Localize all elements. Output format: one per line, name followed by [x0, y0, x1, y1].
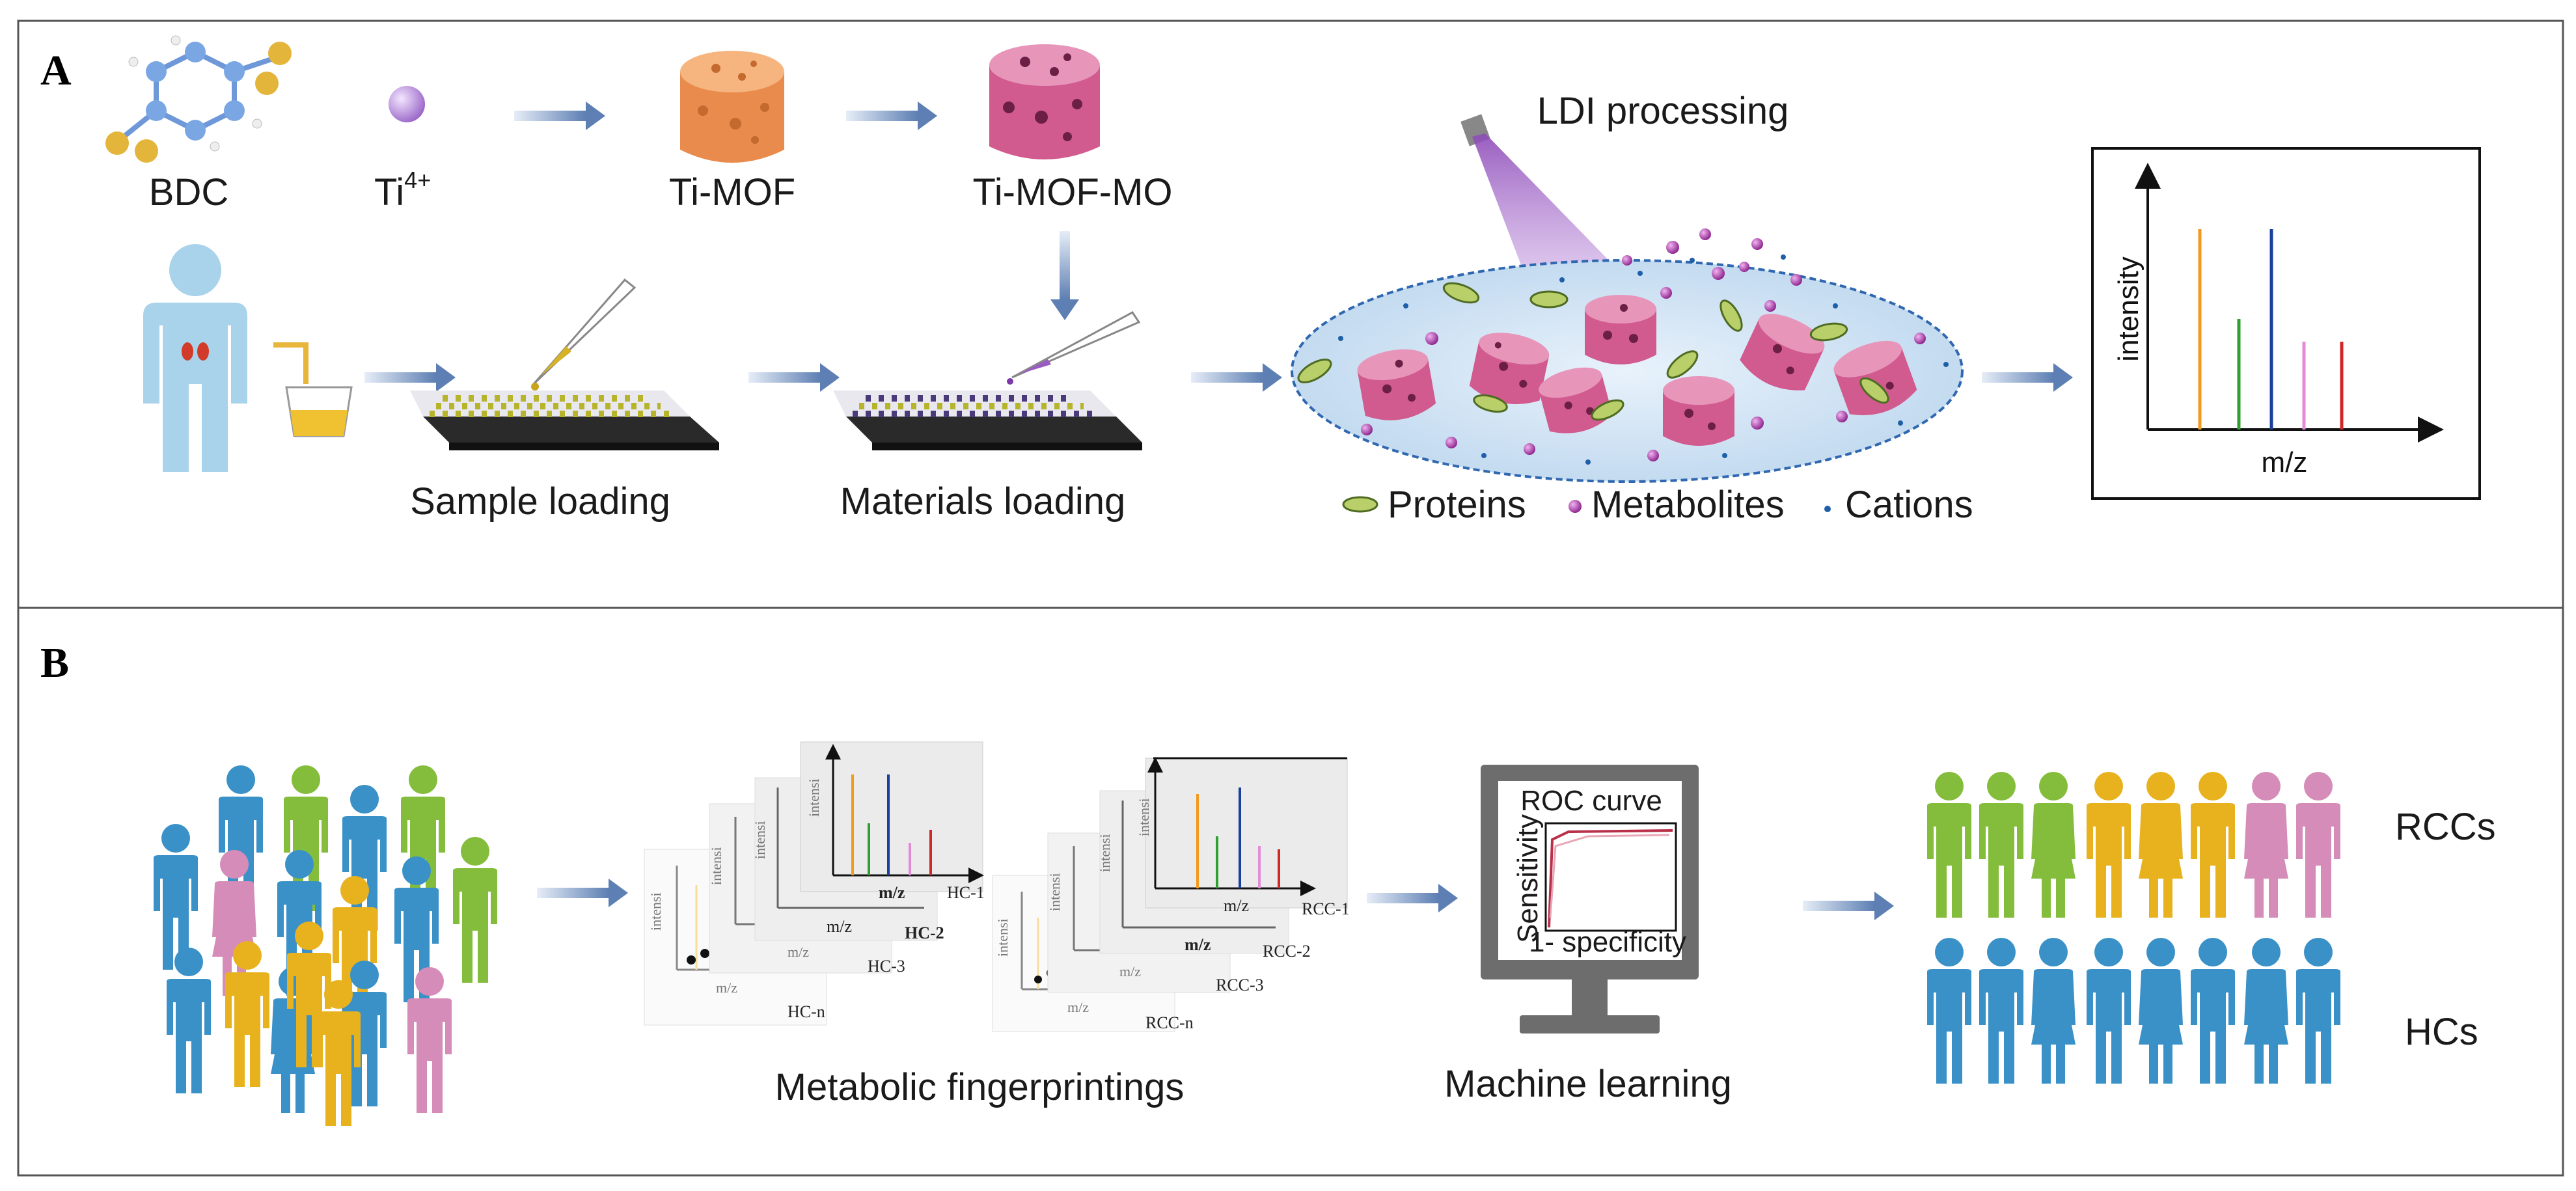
svg-text:intensi: intensi: [1047, 873, 1063, 911]
ldi-label: LDI processing: [1537, 90, 1789, 132]
legend-metabolites: Metabolites: [1591, 484, 1785, 526]
svg-text:intensi: intensi: [1097, 834, 1113, 872]
legend-proteins: Proteins: [1388, 484, 1526, 526]
arrow-plate-to-ldi: [1191, 372, 1263, 383]
svg-text:m/z: m/z: [1067, 999, 1089, 1015]
pipette-material-icon: [1007, 311, 1141, 385]
urine-cup-icon: [273, 342, 353, 437]
arrow-crowd-to-fingerprints: [537, 888, 609, 898]
kidney-icon: [182, 342, 209, 361]
hc-group-row: [1927, 938, 2340, 1084]
pipette-icon: [531, 278, 637, 390]
fingerprints-caption: Metabolic fingerprintings: [775, 1066, 1185, 1108]
hc-card-1: intensi m/z HC-1: [800, 741, 985, 902]
bdc-label: BDC: [149, 171, 228, 213]
hc-spectra-stack: intensi m/z HC-n intensi m/z HC-3 intens…: [644, 741, 985, 1026]
bdc-molecule: [105, 35, 292, 163]
rcc-group-row: [1927, 772, 2340, 918]
roc-ylabel: Sensitivity: [1512, 814, 1544, 943]
panel-b-frame: [17, 607, 2564, 1177]
cation-particles: [1338, 254, 1949, 465]
legend-cations: Cations: [1845, 484, 1973, 526]
arrow-fingerprints-to-ml: [1367, 893, 1438, 903]
arrow-mof-to-mofmo: [846, 111, 918, 121]
ti-label: Ti4+: [374, 167, 431, 213]
ti-ion-sphere: [389, 86, 425, 122]
svg-text:intensi: intensi: [994, 918, 1011, 957]
svg-text:m/z: m/z: [1119, 963, 1141, 979]
arrow-ml-to-groups: [1803, 901, 1874, 911]
materials-loading-label: Materials loading: [840, 480, 1125, 523]
sample-plate: [410, 390, 719, 450]
spectrum-ylabel: intensity: [2113, 256, 2144, 361]
legend-protein-icon: [1342, 496, 1378, 513]
roc-title: ROC curve: [1520, 785, 1662, 817]
svg-text:intensi: intensi: [648, 892, 664, 931]
svg-text:m/z: m/z: [1224, 896, 1249, 915]
svg-text:m/z: m/z: [788, 944, 809, 960]
mof-particles: [1357, 295, 1917, 446]
hc-2-label: HC-2: [905, 924, 944, 942]
hc-3-label: HC-3: [868, 957, 905, 976]
legend-cation-icon: [1824, 506, 1831, 512]
ti-mof-cylinder: [680, 51, 784, 163]
svg-text:intensi: intensi: [708, 847, 724, 885]
arrow-cup-to-plate: [364, 372, 436, 383]
hc-1-label: HC-1: [947, 883, 985, 902]
hc-n-label: HC-n: [788, 1002, 825, 1021]
svg-text:m/z: m/z: [827, 917, 852, 936]
sample-loading-label: Sample loading: [410, 480, 670, 523]
arrow-ti-to-mof: [514, 111, 586, 121]
rcc-spectra-stack: intensi m/z RCC-n intensi m/z RCC-3 inte…: [992, 757, 1350, 1032]
rcc-n-label: RCC-n: [1145, 1013, 1194, 1032]
crowd-figures: [154, 765, 497, 1126]
roc-xlabel: 1- specificity: [1529, 926, 1686, 958]
rcc-3-label: RCC-3: [1216, 976, 1264, 994]
svg-text:intensi: intensi: [806, 778, 822, 817]
arrow-ldi-to-spectrum: [1982, 372, 2053, 383]
materials-plate: [833, 390, 1142, 450]
arrow-plate-to-plate: [748, 372, 820, 383]
roc-chart: [1544, 822, 1677, 932]
hc-group-label: HCs: [2405, 1011, 2478, 1053]
ml-caption: Machine learning: [1444, 1063, 1732, 1105]
rcc-card-1: intensi m/z RCC-1: [1136, 757, 1350, 918]
legend-metabolite-icon: [1569, 500, 1582, 513]
rcc-2-label: RCC-2: [1263, 942, 1311, 961]
svg-text:m/z: m/z: [716, 979, 737, 996]
rcc-group-label: RCCs: [2395, 806, 2496, 848]
ti-mof-label: Ti-MOF: [669, 171, 795, 213]
svg-text:m/z: m/z: [879, 883, 905, 902]
metabolite-particles: [1361, 228, 1926, 461]
panel-a-letter: A: [40, 47, 72, 94]
svg-text:intensi: intensi: [1136, 798, 1152, 836]
spectrum-peaks: [2198, 229, 2344, 430]
ti-mof-mo-cylinder: [989, 44, 1100, 159]
arrow-mofmo-down: [1060, 231, 1070, 299]
spectrum-frame: [2091, 147, 2481, 500]
protein-particles: [1297, 282, 1889, 421]
spectrum-xlabel: m/z: [2262, 446, 2308, 478]
patient-figure: [143, 244, 247, 472]
svg-text:intensi: intensi: [752, 821, 768, 859]
panel-b-letter: B: [40, 639, 69, 687]
ti-mof-mo-label: Ti-MOF-MO: [972, 171, 1172, 213]
svg-text:m/z: m/z: [1185, 935, 1211, 954]
rcc-1-label: RCC-1: [1302, 899, 1350, 918]
